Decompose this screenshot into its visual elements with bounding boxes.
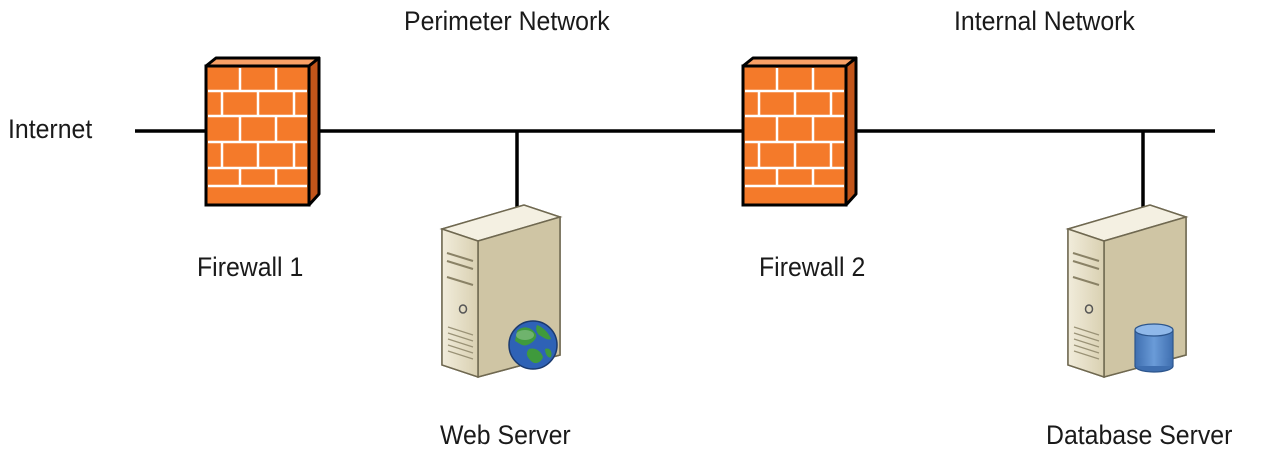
perimeter-network-label: Perimeter Network	[404, 6, 610, 36]
internal-network-label: Internal Network	[954, 6, 1135, 36]
globe-icon	[508, 320, 558, 370]
firewall-1-icon	[204, 56, 321, 207]
database-icon	[1134, 323, 1174, 373]
web-server-label: Web Server	[440, 420, 571, 450]
database-server-label: Database Server	[1046, 420, 1233, 450]
firewall-1-label: Firewall 1	[197, 252, 304, 282]
firewall-2-icon	[741, 56, 858, 207]
firewall-2-label: Firewall 2	[759, 252, 866, 282]
internet-label: Internet	[8, 114, 93, 144]
